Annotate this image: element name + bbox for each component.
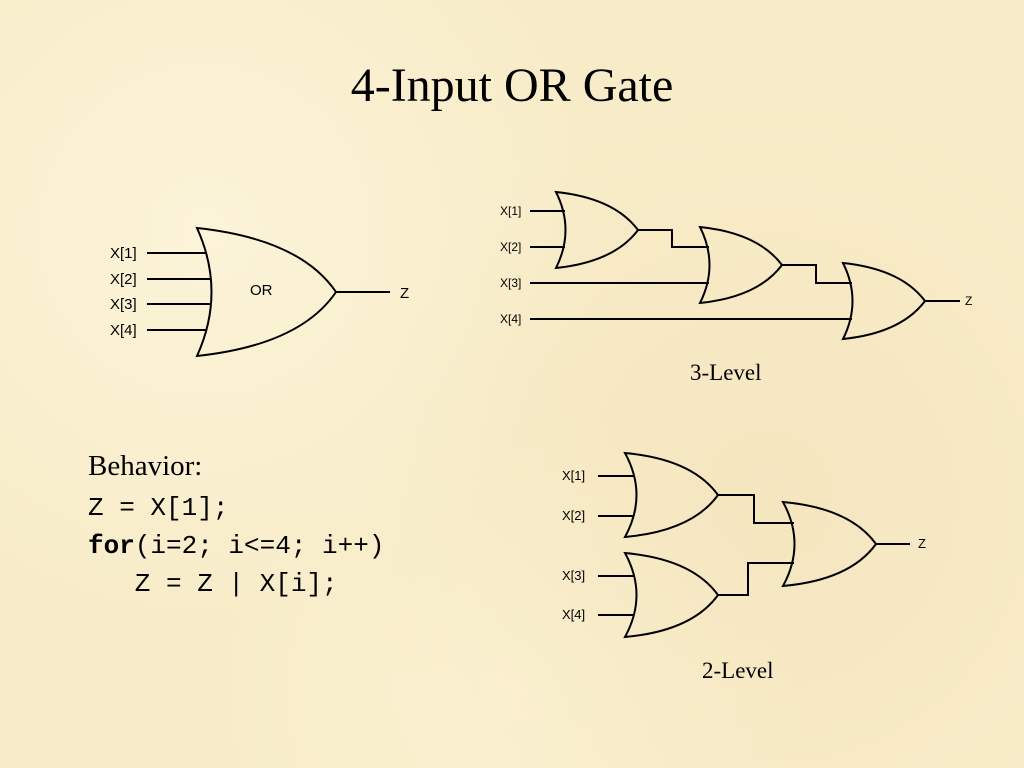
tree-wire-bottom-final [718,562,794,596]
tree-or-gate-bottom [623,551,720,639]
for-keyword: for [88,531,135,561]
chain-input-label-2: X[2] [500,240,521,254]
tree-or-gate-final [781,500,878,588]
behavior-block: Behavior: Z = X[1]; for(i=2; i<=4; i++) … [88,452,384,603]
chain-output-label: Z [965,294,972,308]
chain-wire-g1-g2 [638,229,709,248]
code-line-3: Z = Z | X[i]; [88,569,338,599]
chain-input-label-3: X[3] [500,276,521,290]
three-level-caption: 3-Level [690,360,762,385]
single-input-label-2: X[2] [110,271,137,288]
tree-input-label-4: X[4] [562,607,585,622]
code-line-2: for(i=2; i<=4; i++) [88,527,384,565]
behavior-heading: Behavior: [88,450,203,482]
code-line-1: Z = X[1]; [88,493,229,523]
tree-output-label: Z [918,536,926,551]
single-input-label-1: X[1] [110,245,137,262]
chain-or-gate-2 [698,225,784,305]
single-input-label-4: X[4] [110,322,137,339]
single-input-label-3: X[3] [110,296,137,313]
or-gate-4-input [195,226,338,358]
chain-input-label-4: X[4] [500,312,521,326]
single-output-label: Z [400,285,409,302]
chain-or-gate-3 [841,261,927,341]
for-condition: (i=2; i<=4; i++) [134,531,385,561]
tree-wire-top-final [718,494,794,524]
chain-wire-g2-g3 [782,264,852,284]
single-gate-label: OR [250,282,273,299]
tree-input-label-3: X[3] [562,568,585,583]
slide-title: 4-Input OR Gate [350,59,674,112]
tree-input-label-2: X[2] [562,508,585,523]
tree-or-gate-top [623,451,720,539]
chain-or-gate-1 [554,190,640,270]
two-level-caption: 2-Level [702,658,774,683]
chain-input-label-1: X[1] [500,204,521,218]
tree-input-label-1: X[1] [562,468,585,483]
